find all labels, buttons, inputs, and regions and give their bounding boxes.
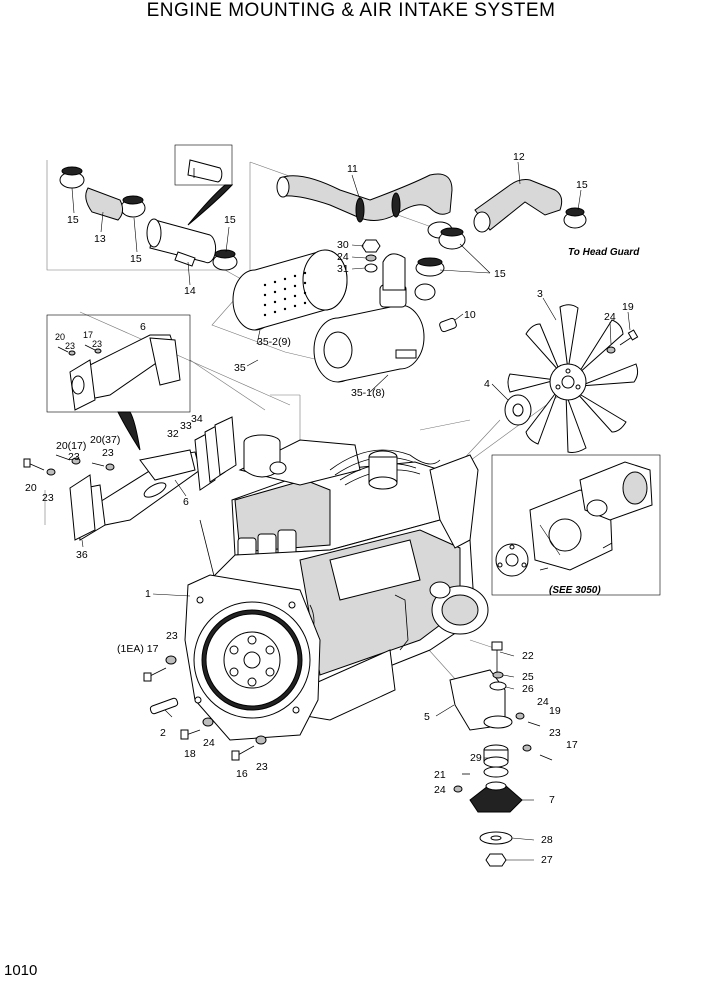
callout-20-17: 20(17) — [56, 440, 86, 452]
callout-19: 19 — [622, 301, 634, 313]
callout-24: 24 — [203, 737, 215, 749]
callout-20-37: 20(37) — [90, 434, 120, 446]
callout-23: 23 — [42, 492, 54, 504]
callout-20: 20 — [25, 482, 37, 494]
see-3050-note: (SEE 3050) — [549, 585, 601, 596]
callout-3: 3 — [537, 288, 543, 300]
callout-2: 2 — [160, 727, 166, 739]
callout-12: 12 — [513, 151, 525, 163]
callout-32: 32 — [167, 428, 179, 440]
callout-15: 15 — [224, 214, 236, 226]
callout-1: 1 — [145, 588, 151, 600]
callout-28: 28 — [541, 834, 553, 846]
pump-inset — [491, 454, 661, 596]
callout-35-1: 35-1(8) — [351, 387, 385, 399]
callout-24: 24 — [434, 784, 446, 796]
callout-13: 13 — [94, 233, 106, 245]
hose-and-pipe — [85, 144, 234, 267]
callout-29: 29 — [470, 752, 482, 764]
callout-36: 36 — [76, 549, 88, 561]
cooling-fan — [504, 304, 639, 453]
callout-19: 19 — [549, 705, 561, 717]
callout-5: 5 — [424, 711, 430, 723]
callout-17: 17 — [566, 739, 578, 751]
callout-33: 33 — [180, 420, 192, 432]
callout-24: 24 — [604, 311, 616, 323]
callout-15: 15 — [494, 268, 506, 280]
callout-24: 24 — [337, 251, 349, 263]
callout-25: 25 — [522, 671, 534, 683]
callout-10: 10 — [464, 309, 476, 321]
callout-21: 21 — [434, 769, 446, 781]
leader-lines — [71, 161, 631, 861]
callout-14: 14 — [184, 285, 196, 297]
callout-18: 18 — [184, 748, 196, 760]
callout-6: 6 — [140, 321, 146, 333]
callout-6: 6 — [183, 496, 189, 508]
callout-23: 23 — [256, 761, 268, 773]
callout-16: 16 — [236, 768, 248, 780]
callout-7: 7 — [549, 794, 555, 806]
hose-clamps — [59, 166, 587, 277]
callout-labels: 15 13 15 14 15 11 12 15 To Head Guard 30… — [25, 151, 640, 866]
callout-23: 23 — [68, 451, 80, 463]
callout-23: 23 — [102, 447, 114, 459]
callout-30: 30 — [337, 239, 349, 251]
air-cleaner-assembly — [232, 239, 457, 383]
callout-23: 23 — [65, 341, 75, 351]
bracket-inset — [46, 314, 191, 451]
engine-assembly — [184, 434, 489, 741]
left-mount-bracket — [23, 416, 237, 541]
callout-11: 11 — [347, 163, 358, 175]
intake-hoses — [276, 173, 563, 239]
to-head-guard-note: To Head Guard — [568, 247, 640, 258]
callout-23: 23 — [92, 339, 102, 349]
callout-34: 34 — [191, 413, 203, 425]
callout-22: 22 — [522, 650, 534, 662]
page-title: ENGINE MOUNTING & AIR INTAKE SYSTEM — [146, 0, 556, 21]
callout-17: 17 — [83, 330, 93, 340]
callout-35-2: 35-2(9) — [257, 336, 291, 348]
callout-15: 15 — [130, 253, 142, 265]
callout-31: 31 — [337, 263, 349, 275]
front-bolts — [143, 655, 267, 761]
callout-23: 23 — [549, 727, 561, 739]
callout-35: 35 — [234, 362, 246, 374]
callout-4: 4 — [484, 378, 490, 390]
callout-15: 15 — [576, 179, 588, 191]
callout-23: 23 — [166, 630, 178, 642]
callout-26: 26 — [522, 683, 534, 695]
callout-27: 27 — [541, 854, 553, 866]
callout-20: 20 — [55, 332, 65, 342]
callout-15: 15 — [67, 214, 79, 226]
page-number: 1010 — [4, 962, 38, 979]
rear-mount — [449, 641, 553, 867]
callout-1ea-17: (1EA) 17 — [117, 643, 159, 655]
callout-24: 24 — [537, 696, 549, 708]
